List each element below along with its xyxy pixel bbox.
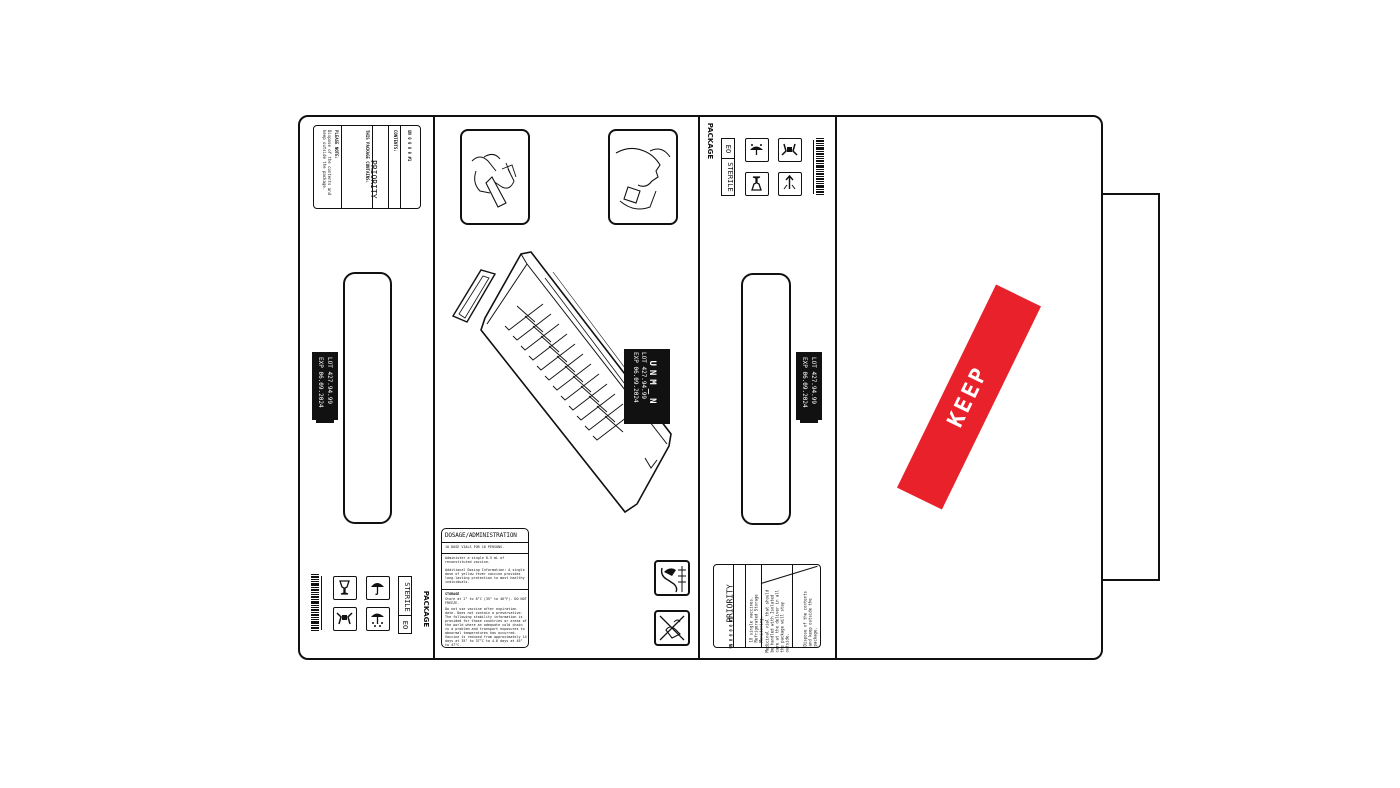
side-flap xyxy=(1102,193,1160,581)
panel-divider-3 xyxy=(835,116,837,659)
priority-code: UN 0 0 0 0 #1 xyxy=(407,130,412,162)
keep-away-from-heat-icon xyxy=(366,607,390,631)
storage-title: STORAGE xyxy=(445,592,460,596)
priority-contents-right: 10 single vaccines. Refrigerated Storage… xyxy=(748,594,764,643)
lot-value-main: 427.94.99 xyxy=(640,366,647,399)
storage-text: Do not use vaccine after expiration date… xyxy=(445,607,527,647)
person-drinking-icon xyxy=(608,129,678,225)
pour-liquid-icon xyxy=(654,560,690,596)
exp-label: EXP xyxy=(317,357,324,368)
dosage-card: DOSAGE/ADMINISTRATION 10 DOSE VIALS FOR … xyxy=(441,528,529,648)
exp-label-right: EXP xyxy=(801,357,808,368)
priority-card-left: PRIORITY UN 0 0 0 0 #1 CONTENTS: THIS PA… xyxy=(313,125,421,209)
no-open-flame-icon xyxy=(654,610,690,646)
package-title-right: PACKAGE xyxy=(706,122,714,160)
storage-lines: Store at 2° to 8°C (35° to 46°F). DO NOT… xyxy=(445,597,527,605)
exp-value-main: 06.09.2024 xyxy=(632,366,639,403)
priority-card-right: PRIORITY UN 0 0 0 0 #1 10 single vaccine… xyxy=(713,564,821,653)
fragile-glass-icon xyxy=(333,576,357,600)
lot-value-right: 427.94.99 xyxy=(810,371,817,404)
lot-label-main: LOT xyxy=(640,352,647,363)
brand-label: UNM_N LOT 427.94.99 EXP 06.09.2024 xyxy=(624,349,670,424)
panel-divider-1 xyxy=(433,116,435,659)
barcode-icon xyxy=(311,574,322,631)
exp-label-main: EXP xyxy=(632,352,639,363)
this-way-up-icon xyxy=(778,172,802,196)
sterile-box-left: STERILE EO xyxy=(398,576,412,634)
handle-with-care-icon xyxy=(778,138,802,162)
dosage-line2: Administer a single 0.5 mL of reconstitu… xyxy=(445,556,505,564)
package-title-left: PACKAGE xyxy=(422,590,430,628)
dosage-line1: 10 DOSE VIALS FOR 10 PERSONS. xyxy=(445,545,505,549)
lot-exp-label-right: LOT 427.94.99 EXP 06.09.2024 xyxy=(796,352,822,423)
fragile-glass-icon xyxy=(745,172,769,196)
keep-dry-umbrella-icon xyxy=(745,138,769,162)
barcode-icon xyxy=(813,138,824,195)
sterile-method-right: EO xyxy=(724,144,732,154)
dosage-line3: Additional Dosing Information: A single … xyxy=(445,568,525,584)
lot-label: LOT xyxy=(326,357,333,368)
priority-code-right: UN 0 0 0 0 #1 xyxy=(728,617,734,649)
hands-opening-package-icon xyxy=(460,129,530,225)
priority-warn-text: Dispose of the contents and keep outside… xyxy=(322,130,332,196)
window-cutout-right xyxy=(741,273,791,525)
priority-handling-title: THIS PACKAGE CONTAINS: xyxy=(365,130,370,183)
priority-warn-title: PLEASE NOTE: xyxy=(334,130,339,159)
sterile-method: EO xyxy=(401,620,409,630)
priority-handling-right: Medicinal vial that should be handled wi… xyxy=(764,589,790,653)
lot-value: 427.94.99 xyxy=(326,371,333,404)
sterile-box-right: EO STERILE xyxy=(721,138,735,196)
handle-with-care-icon xyxy=(333,607,357,631)
exp-value: 06.09.2024 xyxy=(317,371,324,408)
dosage-title: DOSAGE/ADMINISTRATION xyxy=(445,532,517,539)
priority-warn-right: Dispose of the contents and keep outside… xyxy=(802,591,818,647)
sterile-label: STERILE xyxy=(403,582,411,612)
brand-name: UNM_N xyxy=(647,360,657,408)
priority-contents-title: CONTENTS: xyxy=(393,130,398,152)
box-dieline xyxy=(298,115,1103,660)
exp-value-right: 06.09.2024 xyxy=(801,371,808,408)
window-cutout-left xyxy=(343,272,392,524)
panel-divider-2 xyxy=(698,116,700,659)
sterile-label-right: STERILE xyxy=(726,162,734,192)
lot-label-right: LOT xyxy=(810,357,817,368)
priority-title: PRIORITY xyxy=(369,160,378,199)
lot-exp-label-left: LOT 427.94.99 EXP 06.09.2024 xyxy=(312,352,338,423)
keep-dry-umbrella-icon xyxy=(366,576,390,600)
